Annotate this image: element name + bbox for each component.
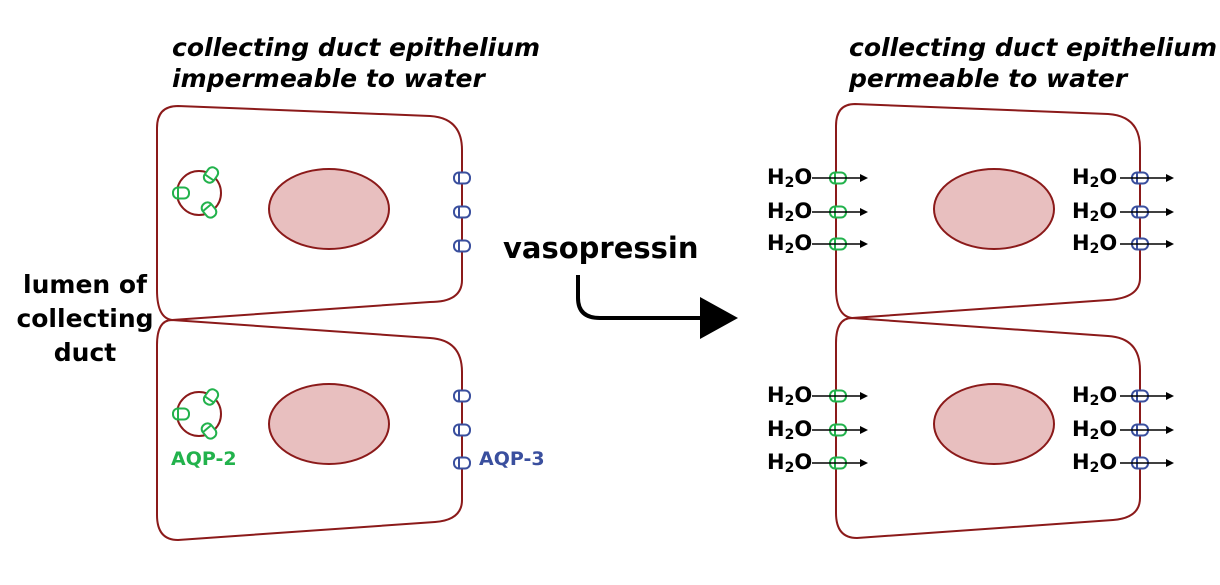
h2o-label-basolateral-4: H2O <box>1072 383 1118 409</box>
water-arrow-apical-3 <box>812 240 868 248</box>
aqp2-label: AQP-2 <box>171 448 237 470</box>
cell-membrane-left-bottom <box>156 318 463 542</box>
nucleus-left-top <box>268 168 390 250</box>
h2o-label-basolateral-2: H2O <box>1072 199 1118 225</box>
water-arrow-basolateral-3 <box>1120 240 1174 248</box>
aqp2-channel-vesicle-top-3 <box>200 201 218 219</box>
vasopressin-arrow <box>576 275 738 339</box>
water-arrow-apical-5 <box>812 426 868 434</box>
water-arrow-basolateral-5 <box>1120 426 1174 434</box>
water-arrow-apical-1 <box>812 174 868 182</box>
aqp2-channel-vesicle-top-2 <box>202 166 220 184</box>
nucleus-right-top <box>933 168 1055 250</box>
water-arrow-apical-6 <box>812 459 868 467</box>
water-arrow-basolateral-1 <box>1120 174 1174 182</box>
aqp2-channel-vesicle-top-1 <box>172 186 190 200</box>
aqp3-channel-left-4 <box>453 389 471 403</box>
left-title-line1: collecting duct epithelium <box>172 33 541 62</box>
left-title-line2: impermeable to water <box>172 64 485 93</box>
vasopressin-label: vasopressin <box>503 231 699 265</box>
h2o-label-apical-2: H2O <box>767 199 813 225</box>
aqp3-label: AQP-3 <box>479 448 545 470</box>
h2o-label-apical-5: H2O <box>767 417 813 443</box>
aqp2-channel-vesicle-bottom-2 <box>202 388 220 406</box>
cell-membrane-right-top <box>835 102 1141 320</box>
aqp2-channel-vesicle-bottom-1 <box>172 407 190 421</box>
water-arrow-basolateral-2 <box>1120 208 1174 216</box>
aqp3-channel-left-3 <box>453 239 471 253</box>
h2o-label-apical-3: H2O <box>767 231 813 257</box>
h2o-label-apical-6: H2O <box>767 450 813 476</box>
water-arrow-apical-4 <box>812 392 868 400</box>
water-arrow-basolateral-4 <box>1120 392 1174 400</box>
lumen-label-line2: collecting <box>16 304 154 333</box>
water-arrow-apical-2 <box>812 208 868 216</box>
aqp3-channel-left-5 <box>453 423 471 437</box>
nucleus-left-bottom <box>268 383 390 465</box>
aqp3-channel-left-6 <box>453 456 471 470</box>
h2o-label-apical-1: H2O <box>767 165 813 191</box>
cell-membrane-right-bottom <box>835 316 1141 540</box>
aqp3-channel-left-1 <box>453 171 471 185</box>
lumen-label-line1: lumen of <box>23 270 147 299</box>
h2o-label-basolateral-5: H2O <box>1072 417 1118 443</box>
h2o-label-basolateral-6: H2O <box>1072 450 1118 476</box>
h2o-label-basolateral-1: H2O <box>1072 165 1118 191</box>
right-title-line2: permeable to water <box>849 64 1128 93</box>
aqp2-channel-vesicle-bottom-3 <box>200 422 218 440</box>
lumen-label-line3: duct <box>53 338 117 367</box>
h2o-label-basolateral-3: H2O <box>1072 231 1118 257</box>
h2o-label-apical-4: H2O <box>767 383 813 409</box>
lumen-label: lumen of collecting duct <box>10 268 160 370</box>
right-title-line1: collecting duct epithelium <box>849 33 1218 62</box>
water-arrow-basolateral-6 <box>1120 459 1174 467</box>
aqp3-channel-left-2 <box>453 205 471 219</box>
nucleus-right-bottom <box>933 383 1055 465</box>
cell-membrane-left-top <box>156 104 463 322</box>
